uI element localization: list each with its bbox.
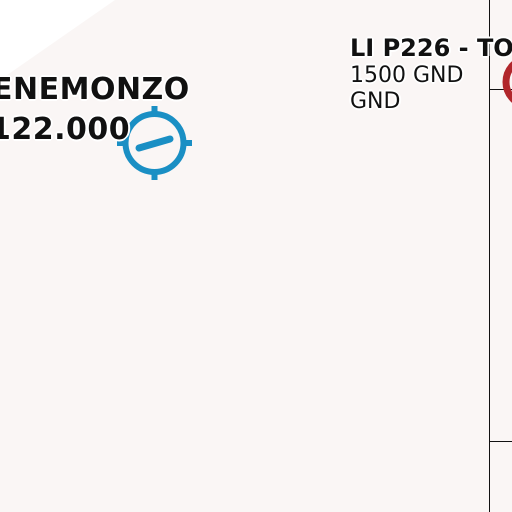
aerodrome-name: ENEMONZO	[0, 72, 190, 107]
aerodrome-frequency: 122.000	[0, 112, 131, 147]
restricted-area-lower-limit: GND	[350, 89, 401, 114]
corner-area	[0, 0, 115, 80]
restricted-area-title: LI P226 - TO	[350, 34, 512, 62]
aerodrome-icon[interactable]	[117, 106, 192, 180]
restricted-area-marker-icon[interactable]	[502, 58, 512, 106]
restricted-area-upper-limit: 1500 GND	[350, 63, 464, 88]
